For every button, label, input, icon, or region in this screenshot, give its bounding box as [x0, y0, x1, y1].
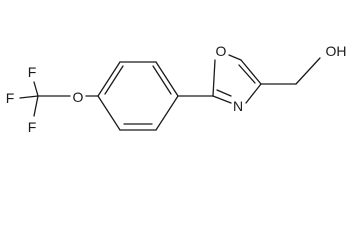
bond-cf3-f-left	[19, 95, 39, 99]
bond-benzene-1	[97, 61, 121, 97]
ether-oxygen-label: O	[73, 89, 84, 105]
bonds	[19, 54, 321, 131]
hydroxyl-label: OH	[326, 43, 347, 59]
atom-labels: F F F O N O OH	[6, 43, 347, 135]
bond-o1-c2	[212, 59, 216, 97]
bond-c4-c5	[240, 59, 262, 85]
fluorine-upper-label: F	[28, 64, 37, 80]
bond-c2-n3-inner	[216, 89, 232, 97]
fluorine-lower-label: F	[28, 119, 37, 135]
fluorine-left-label: F	[6, 90, 15, 106]
bond-benzene-1-inner	[104, 65, 124, 95]
bond-cf3-f-upper	[33, 81, 39, 97]
bond-ch2-oh	[295, 57, 321, 85]
bond-c5-o1	[228, 54, 242, 61]
bond-cf3-f-lower	[33, 95, 39, 117]
bond-benzene-3	[155, 61, 179, 97]
bond-c2-n3	[212, 95, 232, 104]
bond-benzene-4	[155, 95, 179, 131]
structure-diagram: F F F O N O OH	[6, 43, 347, 135]
bond-benzene-3-inner	[152, 65, 172, 95]
bond-n3-c4	[245, 83, 262, 104]
bond-c4-c5-inner	[238, 64, 256, 84]
ring-nitrogen-label: N	[233, 98, 243, 114]
bond-benzene-6	[97, 95, 121, 131]
ring-oxygen-label: O	[216, 43, 227, 59]
